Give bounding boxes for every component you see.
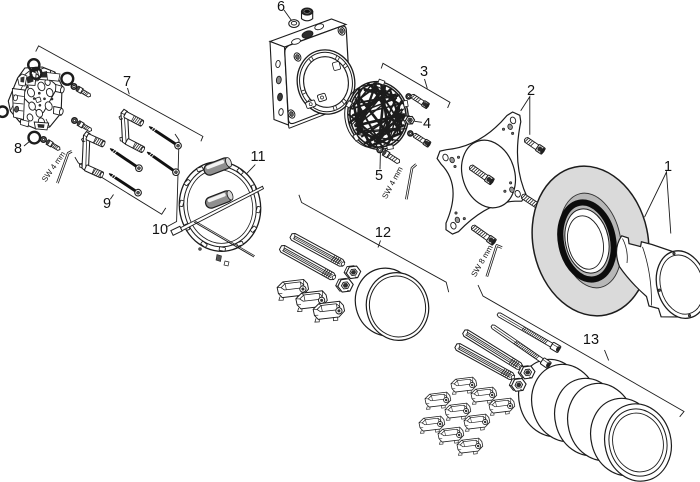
svg-text:12: 12 [375,225,391,241]
svg-text:7: 7 [123,74,131,90]
svg-text:3: 3 [420,64,428,80]
svg-text:9: 9 [103,196,111,212]
svg-text:10: 10 [152,222,168,238]
svg-text:11: 11 [250,149,265,165]
svg-text:5: 5 [375,168,383,184]
svg-text:4: 4 [423,116,431,132]
svg-text:13: 13 [583,332,599,348]
svg-text:2: 2 [527,83,535,99]
svg-text:8: 8 [14,141,22,157]
svg-text:1: 1 [664,159,672,175]
svg-text:6: 6 [277,0,285,15]
